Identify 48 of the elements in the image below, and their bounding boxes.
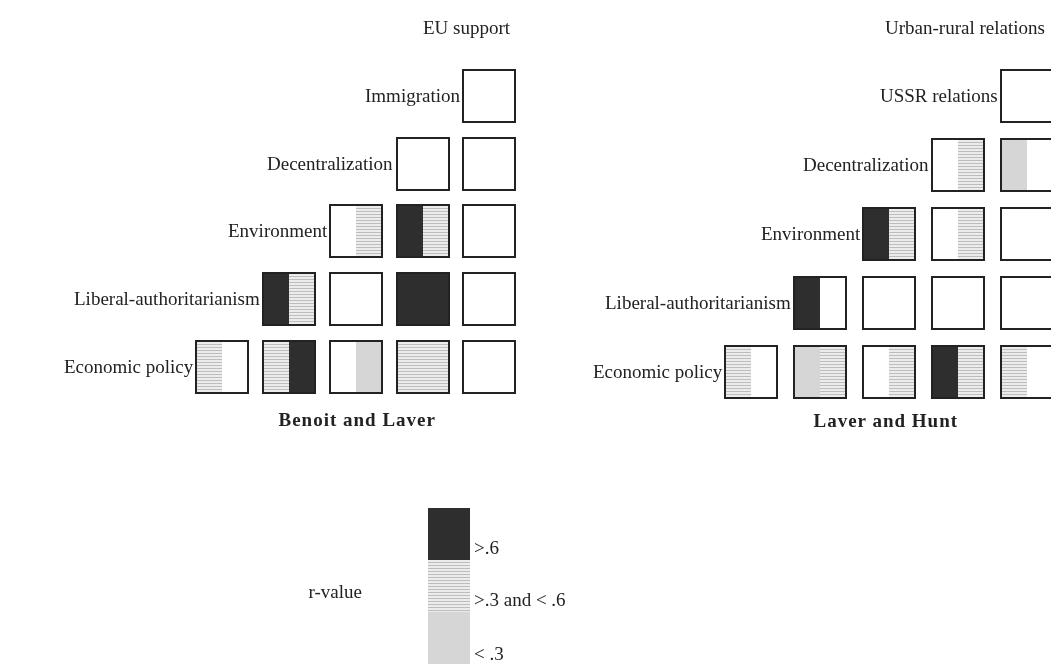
- correlation-square: [931, 138, 985, 192]
- correlation-square: [1000, 345, 1051, 399]
- correlation-square: [329, 340, 383, 394]
- column-label: EU support: [423, 18, 511, 37]
- row-label: Liberal-authoritarianism: [605, 293, 791, 312]
- correlation-square: [396, 204, 450, 258]
- correlation-square: [931, 276, 985, 330]
- correlation-square: [931, 207, 985, 261]
- row-label: Immigration: [365, 86, 460, 105]
- panel-title: Laver and Hunt: [813, 411, 959, 430]
- correlation-square: [724, 345, 778, 399]
- correlation-square: [862, 276, 916, 330]
- row-label: Economic policy: [593, 362, 723, 381]
- column-label: Urban-rural relations: [885, 18, 1045, 37]
- row-label: Environment: [761, 224, 861, 243]
- row-label: Environment: [228, 221, 328, 240]
- correlation-square: [462, 272, 516, 326]
- correlation-square: [462, 69, 516, 123]
- correlation-square: [462, 137, 516, 191]
- correlation-square: [462, 204, 516, 258]
- correlation-square: [1000, 276, 1051, 330]
- legend-label: >.3 and < .6: [474, 590, 566, 609]
- correlation-square: [329, 204, 383, 258]
- row-label: Liberal-authoritarianism: [74, 289, 260, 308]
- correlation-square: [396, 272, 450, 326]
- correlation-square: [793, 276, 847, 330]
- legend-label: < .3: [474, 644, 504, 663]
- correlation-square: [1000, 207, 1051, 261]
- row-label: Decentralization: [803, 155, 929, 174]
- legend-label: >.6: [474, 538, 499, 557]
- correlation-square: [862, 345, 916, 399]
- correlation-square: [262, 340, 316, 394]
- row-label: Decentralization: [267, 154, 393, 173]
- correlation-square: [396, 340, 450, 394]
- correlation-square: [1000, 138, 1051, 192]
- correlation-square: [262, 272, 316, 326]
- correlation-square: [195, 340, 249, 394]
- correlation-square: [396, 137, 450, 191]
- row-label: Economic policy: [64, 357, 194, 376]
- correlation-square: [1000, 69, 1051, 123]
- correlation-square: [793, 345, 847, 399]
- correlation-square: [462, 340, 516, 394]
- row-label: USSR relations: [880, 86, 998, 105]
- legend-title: r-value: [308, 582, 362, 601]
- correlation-square: [862, 207, 916, 261]
- correlation-square: [329, 272, 383, 326]
- correlation-square: [931, 345, 985, 399]
- panel-title: Benoit and Laver: [278, 410, 436, 429]
